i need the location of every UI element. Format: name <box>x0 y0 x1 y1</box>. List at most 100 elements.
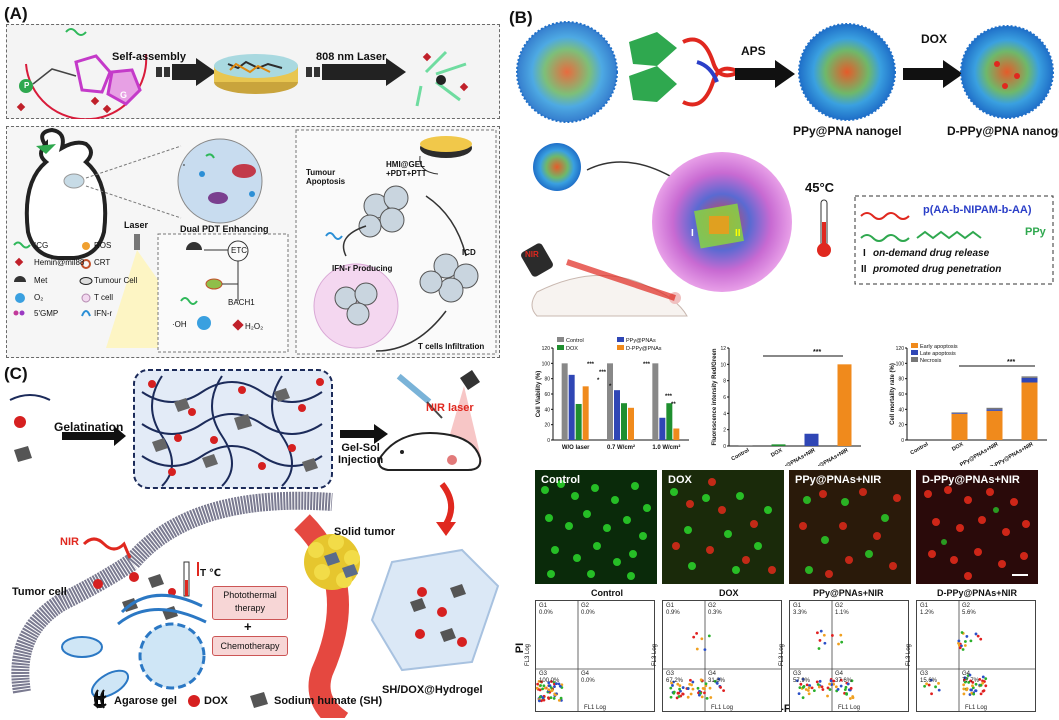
etc-label: ETC <box>231 246 247 255</box>
panel-b-label: (B) <box>509 8 533 27</box>
y-tick-label: 120 <box>896 346 905 352</box>
scatter-point <box>537 680 541 683</box>
scatter-point <box>669 695 673 699</box>
legend-swatch <box>911 350 918 355</box>
scatter-point <box>708 686 712 690</box>
scatter-point <box>818 679 822 683</box>
bar <box>628 407 634 440</box>
dox-particle-icon <box>14 416 26 428</box>
significance-mark: * <box>609 384 612 390</box>
scatter-point <box>929 678 933 682</box>
nir-badge: NIR <box>525 250 539 259</box>
micrograph-dppy: D-PPy@PNAs+NIR <box>916 470 1038 584</box>
y-tick-label: 0 <box>547 438 550 444</box>
scatter-point <box>815 680 819 684</box>
quadrant-g3-label: G3 <box>539 671 548 677</box>
scatter-point <box>848 697 852 700</box>
bar <box>1021 376 1038 378</box>
quadrant-g4-value: 0.0% <box>581 678 595 684</box>
scatter-point <box>976 634 980 638</box>
scatter-point <box>722 689 726 693</box>
scatter-point <box>957 639 961 643</box>
significance-mark: * <box>597 378 600 384</box>
scatter-point <box>676 691 680 695</box>
quadrant-g2-value: 0.3% <box>708 610 722 616</box>
scatter-point <box>820 685 824 689</box>
legend-met: Met <box>34 276 48 285</box>
gelatination-label: Gelatination <box>54 420 124 434</box>
scatter-point <box>810 686 814 690</box>
legend-swatch <box>557 337 564 342</box>
quadrant-g2-value: 1.1% <box>835 610 849 616</box>
chemotherapy-box: Chemotherapy <box>212 636 288 656</box>
bar <box>673 428 680 440</box>
scatter-point <box>969 679 973 683</box>
x-tick-label: DOX <box>770 447 784 458</box>
facs-title-dppy: D-PPy@PNAs+NIR <box>937 588 1018 598</box>
facs-y-axis-label: FL3 Log <box>525 643 532 667</box>
scatter-point <box>701 686 705 690</box>
scatter-point <box>553 685 556 689</box>
y-tick-label: 120 <box>542 346 551 352</box>
scatter-point <box>697 693 701 697</box>
significance-mark: *** <box>599 370 607 376</box>
scatter-point <box>678 687 681 691</box>
legend-dox: DOX <box>204 695 228 707</box>
micrograph-ppy-label: PPy@PNAs+NIR <box>795 474 882 486</box>
bach1-label: BACH1 <box>228 298 255 307</box>
panel-c: (C) <box>2 362 504 718</box>
scatter-point <box>815 631 819 635</box>
significance-mark: ** <box>671 402 676 408</box>
scatter-point <box>695 631 699 635</box>
y-tick-label: 100 <box>896 361 905 367</box>
micrograph-ppy-cells <box>789 470 911 584</box>
scatter-point <box>978 678 982 681</box>
scatter-point <box>934 685 937 689</box>
scatter-point <box>539 680 543 684</box>
micrograph-dox-cells <box>662 470 784 584</box>
scatter-point <box>972 692 976 696</box>
hmi-gel-label: HMI@GEL +PDT+PTT <box>386 160 427 178</box>
scatter-point <box>979 683 983 687</box>
quadrant-g2-label: G2 <box>708 603 717 609</box>
scatter-point <box>709 696 713 699</box>
quadrant-g4-value: 31.6% <box>708 678 726 684</box>
scatter-point <box>851 696 855 700</box>
facs-scatter <box>663 601 781 711</box>
dppy-nanogel-label: D-PPy@PNA nanogel <box>947 124 1059 138</box>
tumour-apoptosis-label: Tumour Apoptosis <box>306 168 346 186</box>
legend-swatch <box>557 345 564 350</box>
significance-mark: *** <box>587 362 595 368</box>
ppy-nanogel-label: PPy@PNA nanogel <box>793 124 902 138</box>
quadrant-g2-value: 5.6% <box>962 610 976 616</box>
scatter-point <box>671 684 674 687</box>
bar <box>582 386 589 440</box>
photothermal-box: Photothermal therapy <box>212 586 288 620</box>
quadrant-g4-label: G4 <box>581 671 590 677</box>
hemin-icon <box>14 257 24 267</box>
facs-title-control: Control <box>591 588 623 598</box>
scatter-point <box>795 679 799 683</box>
y-tick-label: 2 <box>723 428 726 434</box>
facs-title-dox: DOX <box>719 588 739 598</box>
micrograph-dppy-cells <box>916 470 1038 584</box>
bar <box>738 445 753 446</box>
scatter-point <box>927 683 931 687</box>
y-tick-label: 60 <box>898 392 904 398</box>
p-group-label: P <box>24 81 30 90</box>
tumor-cell-label: Tumor cell <box>12 586 67 598</box>
scatter-point <box>677 695 681 698</box>
dox-label: DOX <box>921 32 948 46</box>
y-tick-label: 8 <box>723 379 726 385</box>
scatter-point <box>829 679 833 683</box>
quadrant-g4-label: G4 <box>708 671 717 677</box>
bar <box>986 407 1003 410</box>
icg-icon <box>13 241 31 249</box>
scatter-point <box>925 682 928 686</box>
scatter-point <box>967 680 971 684</box>
scatter-point <box>823 641 827 645</box>
bar <box>771 444 786 446</box>
scatter-point <box>700 637 704 641</box>
legend-label: D-PPy@PNAs <box>626 346 662 352</box>
scatter-point <box>798 686 802 689</box>
